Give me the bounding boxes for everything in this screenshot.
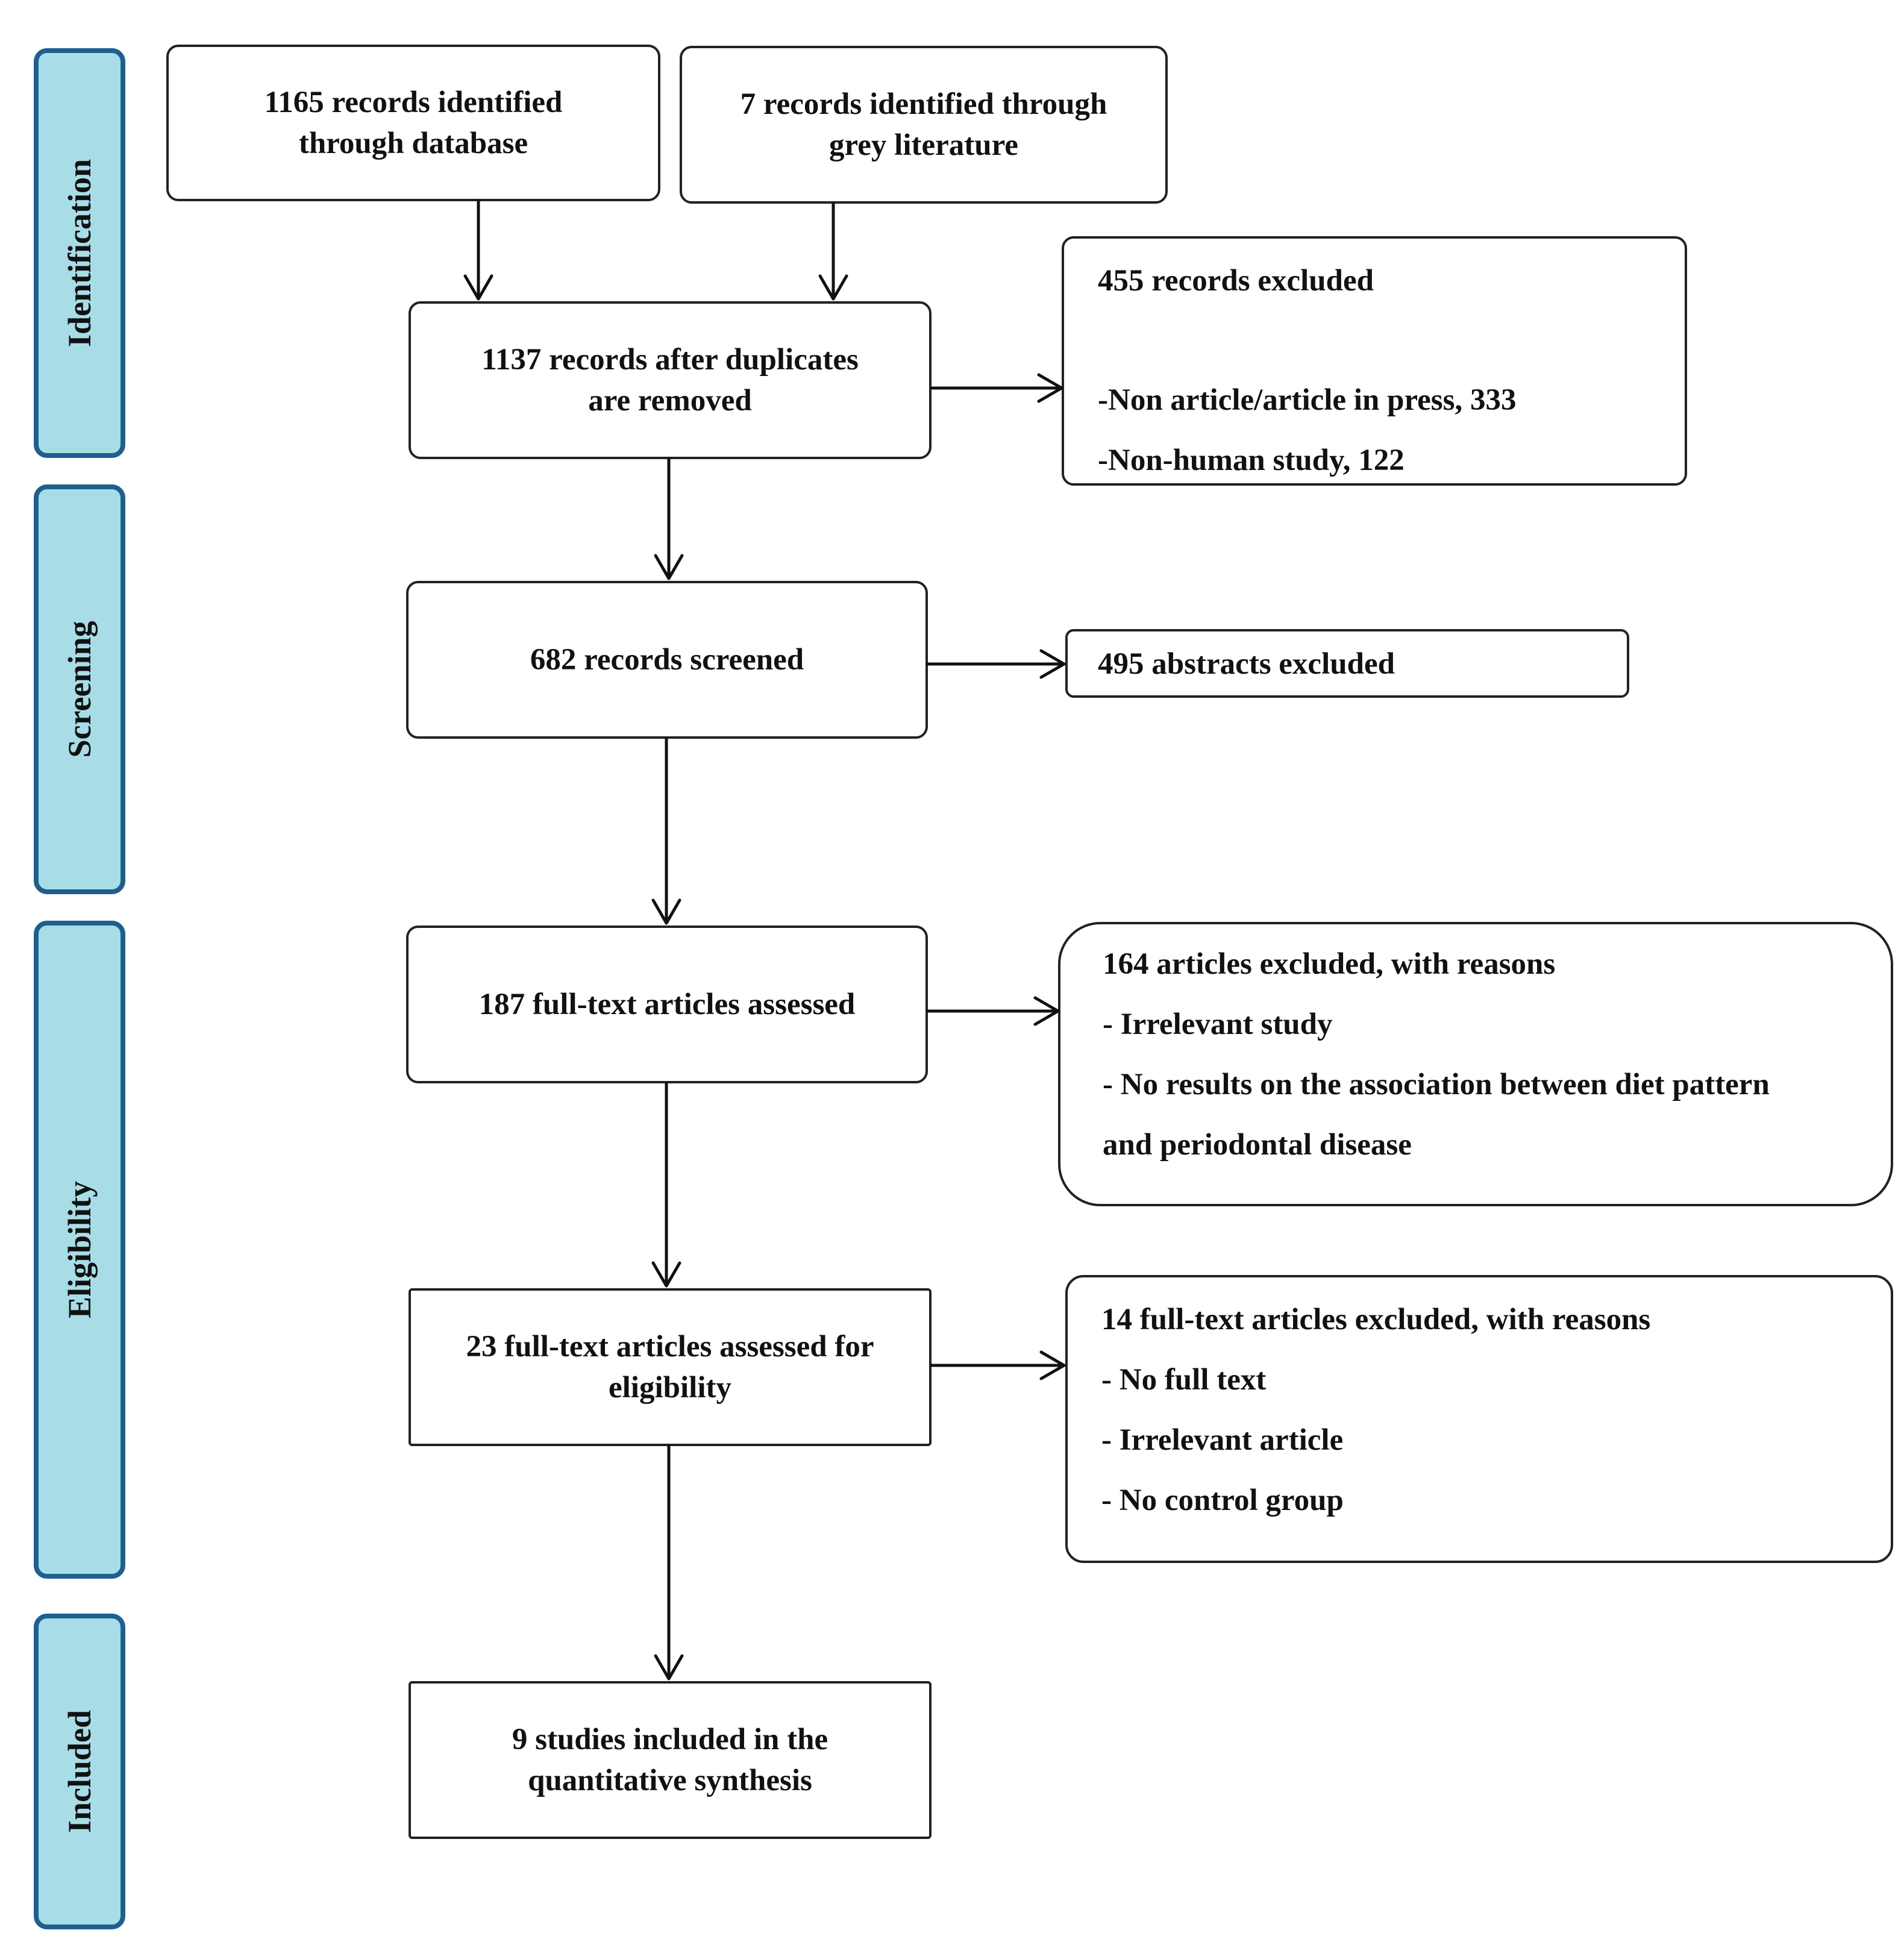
arrow-screened-to-fulltext [651, 737, 681, 925]
phase-included-label: Included [61, 1709, 98, 1834]
full-text-excluded-reason-2: - Irrelevant article [1101, 1423, 1344, 1457]
full-text-excluded-box: 14 full-text articles excluded, with rea… [1065, 1275, 1893, 1563]
phase-eligibility: Eligibility [34, 921, 125, 1579]
arrow-dedup-to-excluded [930, 373, 1063, 403]
eligibility-assessed-line-2: eligibility [609, 1371, 731, 1405]
arrow-screened-to-abstracts [926, 649, 1066, 679]
grey-literature-box: 7 records identified through grey litera… [680, 46, 1168, 204]
records-excluded-reason-2: -Non-human study, 122 [1098, 443, 1405, 477]
arrow-fulltext-to-excluded [926, 996, 1060, 1026]
full-text-excluded-title: 14 full-text articles excluded, with rea… [1101, 1303, 1651, 1336]
arrow-eligibility-to-included [654, 1444, 684, 1681]
full-text-excluded-reason-3: - No control group [1101, 1483, 1344, 1517]
phase-screening: Screening [34, 484, 125, 894]
database-records-box: 1165 records identified through database [166, 45, 660, 201]
phase-eligibility-label: Eligibility [61, 1180, 98, 1319]
articles-excluded-reason-2: - No results on the association between … [1103, 1068, 1770, 1101]
phase-identification-label: Identification [61, 158, 98, 348]
abstracts-excluded-label: 495 abstracts excluded [1098, 647, 1395, 681]
records-excluded-box: 455 records excluded -Non article/articl… [1062, 236, 1687, 486]
full-text-assessed-box: 187 full-text articles assessed [406, 926, 928, 1083]
after-duplicates-line-1: 1137 records after duplicates [481, 343, 859, 377]
records-excluded-reason-1: -Non article/article in press, 333 [1098, 383, 1517, 417]
after-duplicates-box: 1137 records after duplicates are remove… [409, 301, 932, 459]
records-excluded-title: 455 records excluded [1098, 264, 1374, 298]
grey-literature-line-1: 7 records identified through [740, 87, 1107, 121]
full-text-excluded-reason-1: - No full text [1101, 1363, 1267, 1397]
full-text-assessed-label: 187 full-text articles assessed [478, 988, 856, 1021]
arrow-database-to-dedup [463, 199, 493, 301]
arrow-grey-to-dedup [818, 202, 848, 301]
records-screened-label: 682 records screened [530, 643, 804, 677]
articles-excluded-title: 164 articles excluded, with reasons [1103, 947, 1556, 981]
after-duplicates-line-2: are removed [588, 384, 752, 418]
abstracts-excluded-box: 495 abstracts excluded [1065, 629, 1629, 698]
database-records-line-2: through database [298, 127, 528, 160]
articles-excluded-reason-1: - Irrelevant study [1103, 1007, 1333, 1041]
articles-excluded-box: 164 articles excluded, with reasons - Ir… [1058, 922, 1893, 1206]
studies-included-line-1: 9 studies included in the [512, 1723, 828, 1756]
records-screened-box: 682 records screened [406, 581, 928, 739]
phase-identification: Identification [34, 48, 125, 458]
phase-included: Included [34, 1614, 125, 1929]
articles-excluded-reason-3: and periodontal disease [1103, 1128, 1412, 1162]
eligibility-assessed-line-1: 23 full-text articles assessed for [466, 1330, 874, 1364]
arrow-dedup-to-screened [654, 457, 684, 580]
database-records-line-1: 1165 records identified [264, 86, 563, 119]
arrow-eligibility-to-ftexcluded [930, 1350, 1066, 1380]
studies-included-line-2: quantitative synthesis [528, 1764, 812, 1797]
arrow-fulltext-to-eligibility [651, 1082, 681, 1288]
phase-screening-label: Screening [61, 621, 98, 758]
studies-included-box: 9 studies included in the quantitative s… [409, 1681, 932, 1839]
grey-literature-line-2: grey literature [829, 128, 1018, 162]
eligibility-assessed-box: 23 full-text articles assessed for eligi… [409, 1288, 932, 1446]
